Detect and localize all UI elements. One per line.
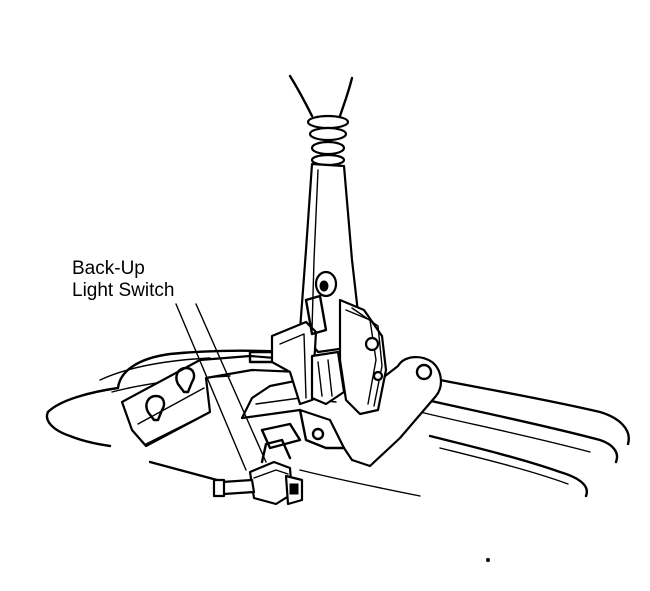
backup-light-switch-label: Back-Up Light Switch	[72, 258, 174, 302]
speck	[486, 558, 490, 562]
callout-line-1: Back-Up	[72, 258, 145, 279]
callout-line-2: Light Switch	[72, 280, 175, 301]
floor-pan	[45, 349, 630, 498]
linkage-housing	[270, 294, 388, 416]
callout-leader-lines	[175, 303, 267, 471]
mounting-bracket	[120, 350, 302, 448]
backup-light-switch	[212, 438, 304, 506]
